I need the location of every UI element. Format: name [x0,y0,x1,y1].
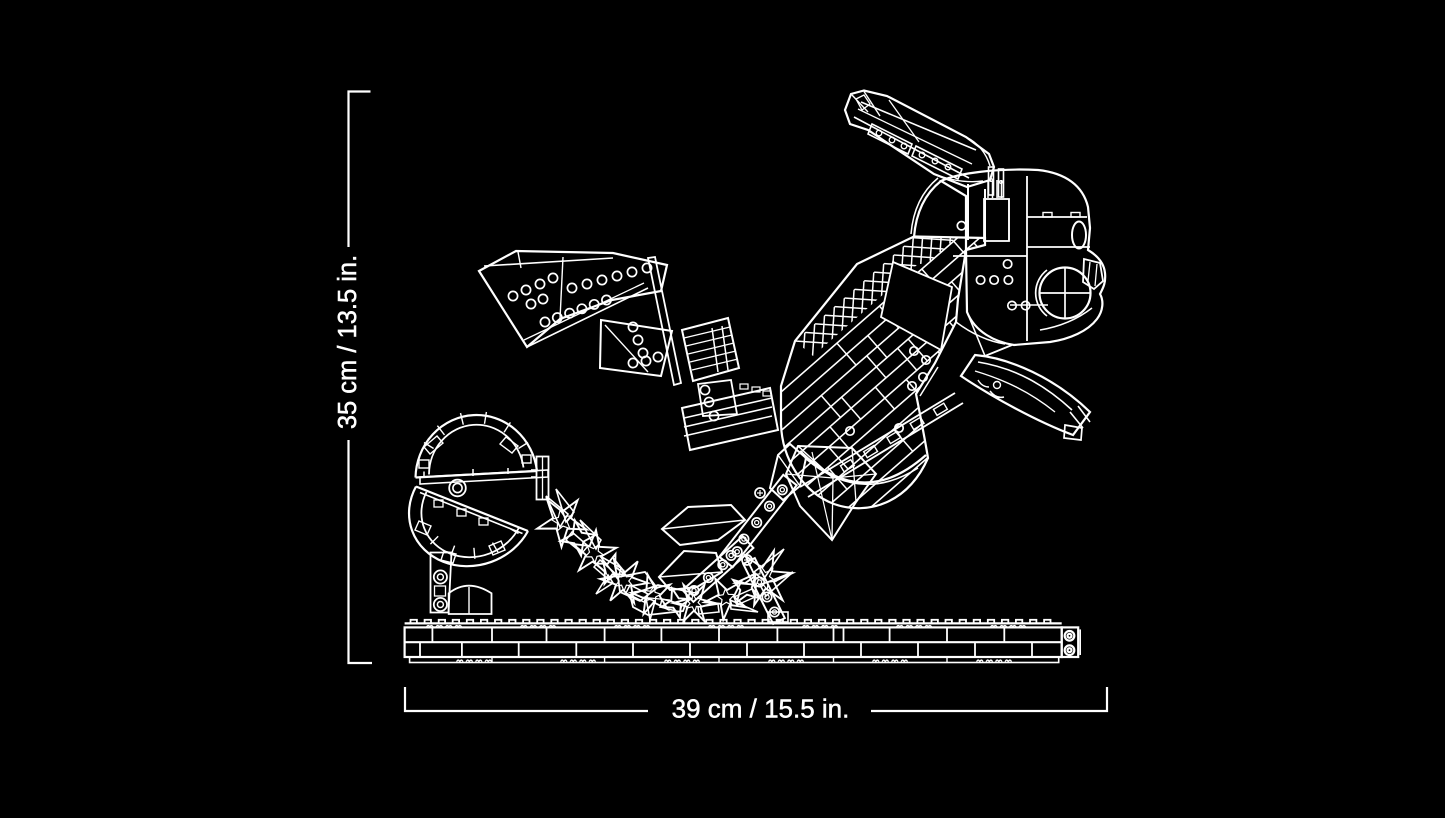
svg-text:35 cm / 13.5 in.: 35 cm / 13.5 in. [334,255,362,429]
svg-text:39 cm / 15.5 in.: 39 cm / 15.5 in. [672,694,850,724]
